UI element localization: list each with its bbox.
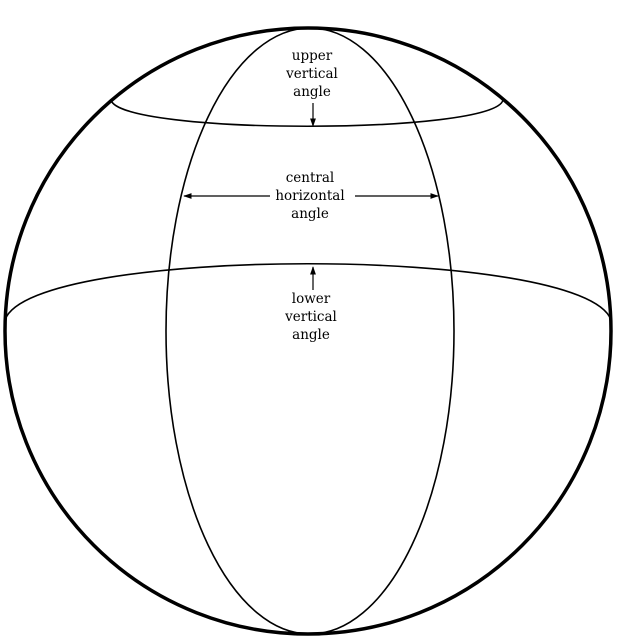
- central-label-line-2: horizontal: [275, 188, 344, 204]
- central-label-line-3: angle: [291, 206, 329, 222]
- central-label-line-1: central: [286, 170, 335, 186]
- vertical-meridian-ellipse: [165, 27, 455, 635]
- upper-label-line-1: upper: [292, 48, 333, 64]
- lower-label-line-2: vertical: [284, 309, 337, 325]
- upper-vertical-angle-label: upper vertical angle: [285, 48, 338, 100]
- upper-latitude-arc: [110, 99, 504, 128]
- lower-label-line-3: angle: [292, 327, 330, 343]
- equator-arc: [4, 263, 612, 321]
- upper-label-line-2: vertical: [285, 66, 338, 82]
- lower-label-line-1: lower: [292, 291, 331, 307]
- lower-vertical-angle-label: lower vertical angle: [284, 291, 337, 343]
- upper-label-line-3: angle: [293, 84, 331, 100]
- central-horizontal-angle-label: central horizontal angle: [275, 170, 344, 222]
